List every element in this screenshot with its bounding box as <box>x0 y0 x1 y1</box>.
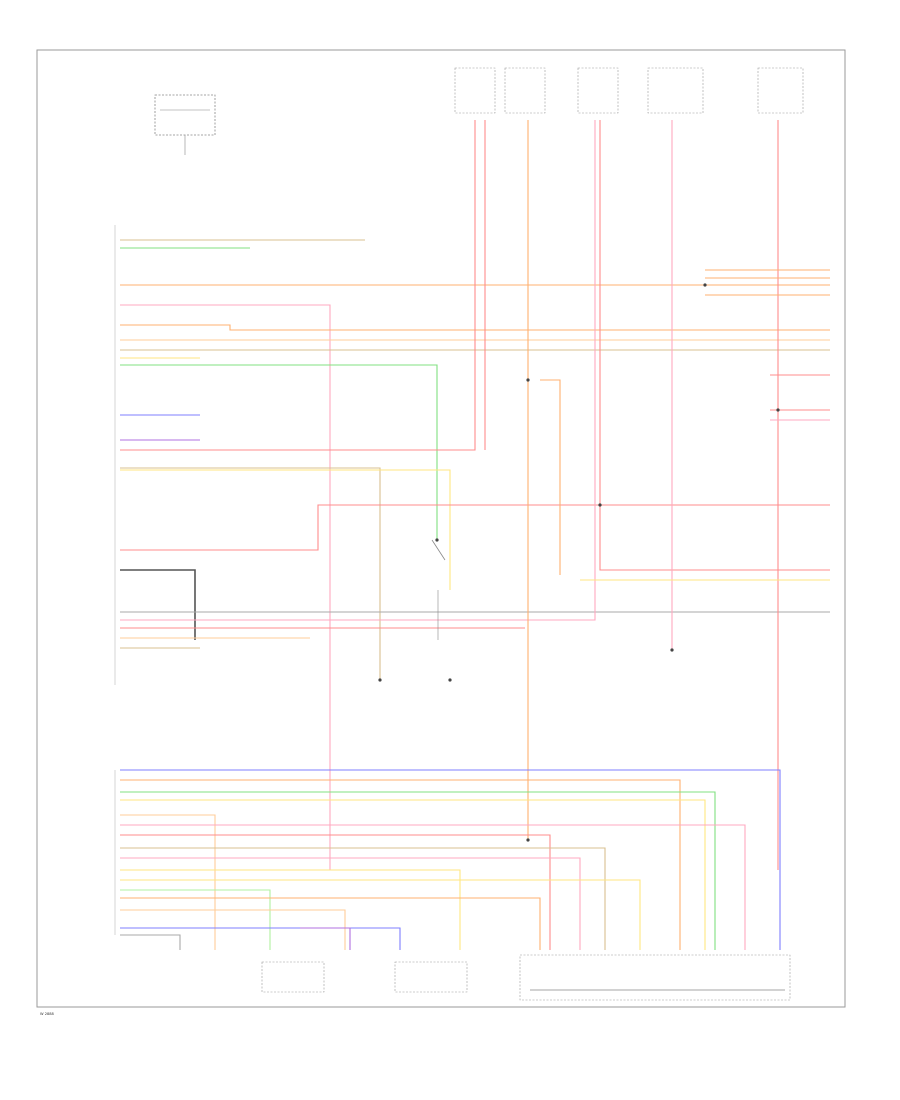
bottom-center-component <box>261 961 468 993</box>
splice-point-0 <box>703 283 707 287</box>
splice-point-3 <box>776 408 780 412</box>
wire-pink-39 <box>120 824 746 950</box>
wire-green-8 <box>120 364 438 540</box>
splice-point-4 <box>435 538 439 542</box>
wire-red-11 <box>120 120 476 451</box>
middle-switch <box>431 539 446 640</box>
fuse-box-1 <box>454 67 496 114</box>
wire-pink-3 <box>120 304 331 870</box>
fuse-box-4 <box>647 67 704 114</box>
wire-red-40 <box>120 834 551 950</box>
splice-point-5 <box>378 678 382 682</box>
diagram-frame <box>36 49 846 1008</box>
wire-orange-46 <box>120 897 541 950</box>
splice-point-6 <box>448 678 452 682</box>
wire-black-15 <box>120 569 196 640</box>
fuse-box-2 <box>504 67 546 114</box>
wire-yellow-44 <box>120 879 641 950</box>
wire-yellow-37 <box>120 799 706 950</box>
wires-layer <box>120 120 830 950</box>
fuse-box-3 <box>577 67 619 114</box>
wire-orange-4 <box>120 324 830 331</box>
splice-point-7 <box>526 838 530 842</box>
wire-orange-27 <box>540 379 561 575</box>
wire-blue-34 <box>120 769 781 950</box>
wire-pink-17 <box>120 120 596 621</box>
wire-tan-41 <box>120 847 606 950</box>
wire-orange-35 <box>120 779 681 950</box>
wire-peach-38 <box>120 814 216 950</box>
wire-grey-49 <box>120 934 181 950</box>
splice-point-2 <box>598 503 602 507</box>
wire-pink-42 <box>120 857 581 950</box>
splice-point-1 <box>526 378 530 382</box>
footer-code: W 2888 <box>40 1012 55 1016</box>
top-left-component <box>154 94 216 155</box>
splice-point-8 <box>670 648 674 652</box>
fuse-box-5 <box>757 67 804 114</box>
wire-tan-12 <box>120 467 381 680</box>
wire-red-23 <box>599 120 830 571</box>
wire-yellow-43 <box>120 869 461 950</box>
components-layer <box>114 67 804 1001</box>
wire-violet-50 <box>300 927 351 950</box>
wire-red-14 <box>120 504 830 551</box>
wire-lightgreen-45 <box>120 889 271 950</box>
wire-yellow-13 <box>120 469 451 590</box>
wire-green-36 <box>120 791 716 950</box>
bottom-switch-assembly <box>519 954 791 1001</box>
wire-blue-48 <box>120 927 401 950</box>
wire-peach-47 <box>120 909 346 950</box>
